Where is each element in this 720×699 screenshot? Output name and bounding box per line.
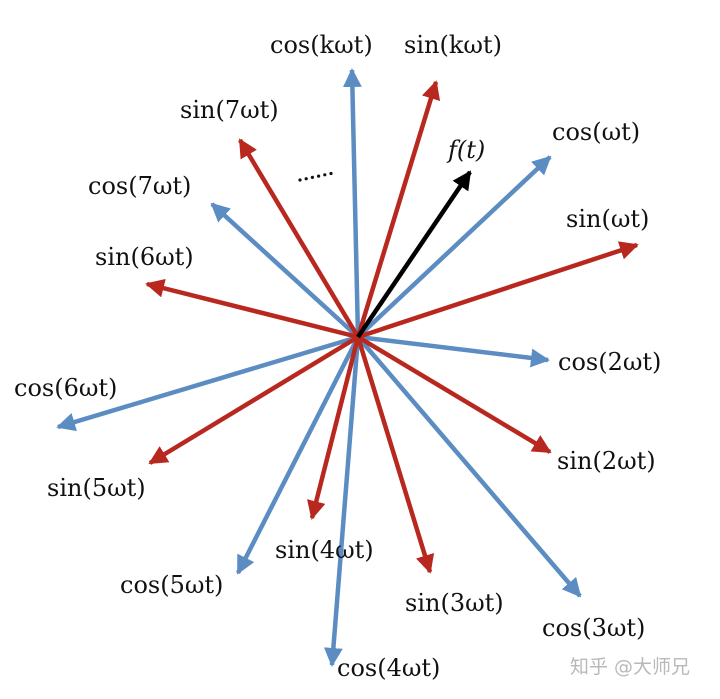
ellipsis-dot [317,174,321,178]
vector-cos6wt [56,334,359,432]
ellipsis-dot [304,177,308,181]
label-cos2wt: cos(2ωt) [558,348,662,376]
label-sin4wt: sin(4ωt) [275,536,374,564]
label-sin6wt: sin(6ωt) [95,243,194,271]
vector-ft [356,170,472,339]
vector-cos4wt [323,336,361,667]
label-cos5wt: cos(5ωt) [120,571,224,599]
label-cos4wt: cos(4ωt) [337,654,441,682]
watermark: 知乎 @大师兄 [570,656,691,678]
label-coswt: cos(ωt) [552,118,641,146]
vector-sin6wt [145,278,359,340]
vector-sin2wt [356,335,552,454]
vector-sin5wt [148,335,360,465]
label-sinwt: sin(ωt) [566,205,650,233]
vector-cos3wt [356,335,582,598]
label-cos6wt: cos(6ωt) [14,374,118,402]
label-sin7wt: sin(7ωt) [180,96,279,124]
ellipsis-dot [323,173,327,177]
ellipsis-dot [298,178,302,182]
label-sin5wt: sin(5ωt) [47,474,146,502]
vector-cos7wt [210,202,360,339]
vector-coskwt [342,68,362,338]
vector-sinwt [357,241,639,340]
vector-sin4wt [307,336,361,520]
label-sinkwt: sin(kωt) [404,31,502,59]
vector-coswt [356,155,552,339]
label-sin3wt: sin(3ωt) [405,589,504,617]
vector-cos5wt [235,335,361,575]
label-sin2wt: sin(2ωt) [557,447,656,475]
label-ft: f(t) [448,136,486,164]
vector-sin3wt [355,336,435,574]
label-coskwt: cos(kωt) [270,31,373,59]
vector-sin7wt [238,138,360,339]
label-cos3wt: cos(3ωt) [542,614,646,642]
vector-sinkwt [355,80,441,338]
ellipsis-dots [298,171,333,182]
vector-cos2wt [357,334,550,368]
label-cos7wt: cos(7ωt) [88,172,192,200]
ellipsis-dot [310,175,314,179]
ellipsis-dot [329,171,333,176]
